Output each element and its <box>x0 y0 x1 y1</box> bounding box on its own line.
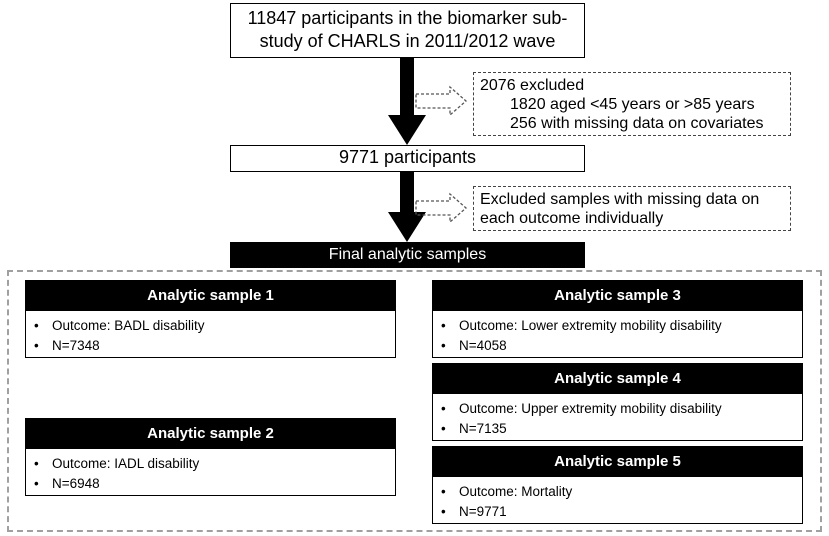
down-arrow-2 <box>388 172 426 242</box>
sample-4-outcome: Outcome: Upper extremity mobility disabi… <box>441 399 802 419</box>
analytic-sample-3: Analytic sample 3 Outcome: Lower extremi… <box>432 280 803 358</box>
exclusion-2-line-2: each outcome individually <box>480 210 664 227</box>
sample-2-n: N=6948 <box>34 474 395 494</box>
sample-3-n: N=4058 <box>441 336 802 356</box>
down-arrow-1 <box>388 58 426 145</box>
exclusion-1-covariates: 256 with missing data on covariates <box>510 115 764 132</box>
sample-3-title: Analytic sample 3 <box>433 281 802 311</box>
sample-5-n: N=9771 <box>441 502 802 522</box>
remaining-participants-text: 9771 participants <box>338 147 477 167</box>
sample-1-n: N=7348 <box>34 336 395 356</box>
sample-2-title: Analytic sample 2 <box>26 419 395 449</box>
sample-5-outcome: Outcome: Mortality <box>441 482 802 502</box>
samples-container <box>7 270 822 532</box>
sample-4-n: N=7135 <box>441 419 802 439</box>
analytic-sample-2: Analytic sample 2 Outcome: IADL disabili… <box>25 418 396 496</box>
sample-1-outcome: Outcome: BADL disability <box>34 316 395 336</box>
sample-2-outcome: Outcome: IADL disability <box>34 454 395 474</box>
final-samples-label: Final analytic samples <box>328 246 487 263</box>
sample-4-title: Analytic sample 4 <box>433 364 802 394</box>
exclusion-2-line-1: Excluded samples with missing data on <box>480 191 760 208</box>
analytic-sample-4: Analytic sample 4 Outcome: Upper extremi… <box>432 363 803 441</box>
initial-participants-line-1: 11847 participants in the biomarker sub- <box>247 8 568 28</box>
side-arrow-2 <box>415 192 467 224</box>
final-samples-bar: Final analytic samples <box>230 242 585 268</box>
exclusion-1-age: 1820 aged <45 years or >85 years <box>510 96 755 113</box>
exclusion-1-title: 2076 excluded <box>480 77 585 94</box>
initial-participants-line-2: study of CHARLS in 2011/2012 wave <box>259 31 556 51</box>
sample-3-outcome: Outcome: Lower extremity mobility disabi… <box>441 316 802 336</box>
analytic-sample-5: Analytic sample 5 Outcome: Mortality N=9… <box>432 446 803 524</box>
initial-participants-box: 11847 participants in the biomarker sub-… <box>230 3 585 58</box>
sample-1-title: Analytic sample 1 <box>26 281 395 311</box>
exclusion-box-2: Excluded samples with missing data on ea… <box>473 186 791 231</box>
remaining-participants-box: 9771 participants <box>230 145 585 172</box>
sample-5-title: Analytic sample 5 <box>433 447 802 477</box>
analytic-sample-1: Analytic sample 1 Outcome: BADL disabili… <box>25 280 396 358</box>
exclusion-box-1: 2076 excluded 1820 aged <45 years or >85… <box>473 72 791 136</box>
side-arrow-1 <box>415 85 467 117</box>
